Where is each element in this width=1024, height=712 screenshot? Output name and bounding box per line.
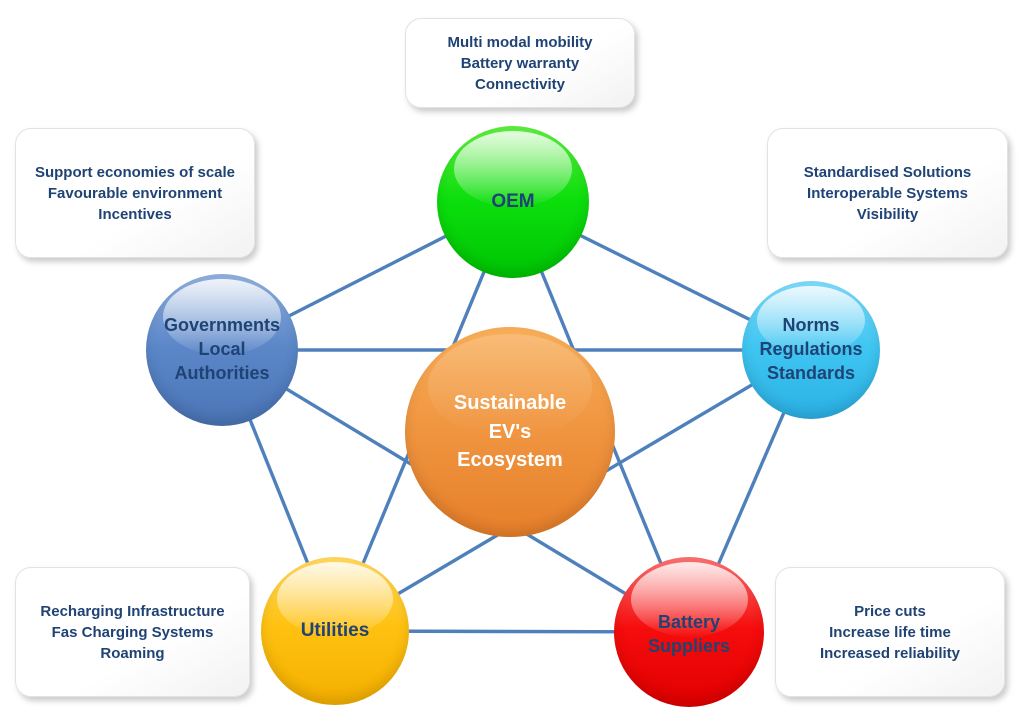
callout-line: Recharging Infrastructure <box>40 602 225 620</box>
callout-line: Battery warranty <box>460 54 580 72</box>
callout-line: Roaming <box>100 644 165 662</box>
node-label-line: Local <box>198 339 246 360</box>
node-center-label: Sustainable EV's Ecosystem <box>454 389 566 474</box>
node-norms-label: Norms Regulations Standards <box>759 314 862 385</box>
callout-battery: Price cuts Increase life time Increased … <box>775 567 1005 697</box>
callout-line: Visibility <box>856 205 919 223</box>
callout-line: Fas Charging Systems <box>51 623 214 641</box>
node-label-line: Standards <box>766 362 855 383</box>
callout-line: Incentives <box>98 205 172 223</box>
callout-norms-text: Standardised Solutions Interoperable Sys… <box>804 162 972 225</box>
callout-governments: Support economies of scale Favourable en… <box>15 128 255 258</box>
node-utilities-label: Utilities <box>301 618 370 643</box>
callout-norms: Standardised Solutions Interoperable Sys… <box>767 128 1008 258</box>
node-oem: OEM <box>437 126 589 278</box>
node-label-line: Battery <box>657 612 721 633</box>
callout-line: Interoperable Systems <box>807 184 968 202</box>
node-label-line: Ecosystem <box>457 449 563 472</box>
callout-utilities-text: Recharging Infrastructure Fas Charging S… <box>40 601 224 664</box>
callout-line: Connectivity <box>474 75 565 93</box>
node-label-line: EV's <box>488 420 532 443</box>
callout-line: Favourable environment <box>47 184 223 202</box>
callout-line: Support economies of scale <box>34 163 236 181</box>
node-label-line: Regulations <box>759 339 863 360</box>
node-label-line: Utilities <box>300 620 370 642</box>
callout-line: Increase life time <box>829 623 951 641</box>
node-label-line: OEM <box>491 191 535 213</box>
node-label-line: Suppliers <box>647 636 731 656</box>
callout-oem: Multi modal mobility Battery warranty Co… <box>405 18 635 108</box>
callout-line: Price cuts <box>854 602 926 620</box>
callout-battery-text: Price cuts Increase life time Increased … <box>820 601 960 664</box>
node-governments-label: Governments Local Authorities <box>164 314 280 385</box>
node-center-ecosystem: Sustainable EV's Ecosystem <box>405 327 615 537</box>
node-governments: Governments Local Authorities <box>146 274 298 426</box>
node-battery-label: Battery Suppliers <box>648 605 730 659</box>
callout-line: Standardised Solutions <box>803 163 972 181</box>
node-label-line: Authorities <box>174 362 270 383</box>
node-oem-label: OEM <box>491 189 534 214</box>
node-norms: Norms Regulations Standards <box>742 281 880 419</box>
node-battery: Battery Suppliers <box>614 557 764 707</box>
callout-utilities: Recharging Infrastructure Fas Charging S… <box>15 567 250 697</box>
node-utilities: Utilities <box>261 557 409 705</box>
callout-line: Increased reliability <box>819 644 961 662</box>
callout-oem-text: Multi modal mobility Battery warranty Co… <box>448 32 593 95</box>
callout-line: Multi modal mobility <box>447 33 593 51</box>
callout-governments-text: Support economies of scale Favourable en… <box>35 162 235 225</box>
node-label-line: Sustainable <box>453 392 567 415</box>
node-label-line: Governments <box>163 315 281 336</box>
node-label-line: Norms <box>782 315 840 336</box>
